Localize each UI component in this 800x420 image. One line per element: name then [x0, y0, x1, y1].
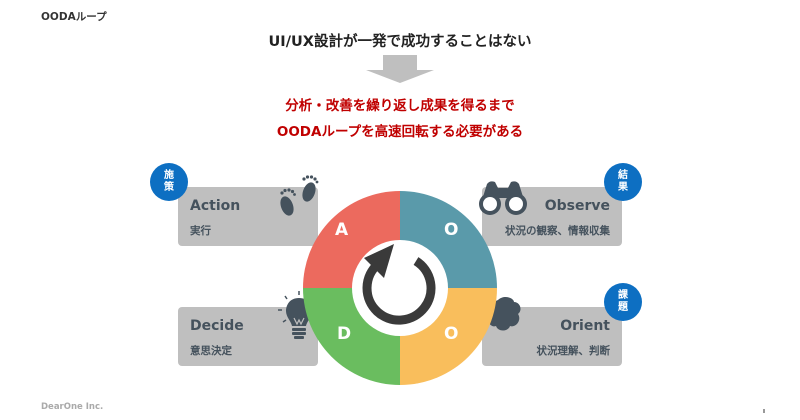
cycle-arrow-icon — [362, 257, 436, 325]
action-subtitle: 実行 — [190, 225, 211, 237]
decide-title: Decide — [190, 318, 244, 334]
segment-letter-o-observe: O — [444, 220, 459, 240]
segment-letter-d: D — [337, 324, 352, 344]
action-title: Action — [190, 198, 241, 214]
page-title: OODAループ — [41, 11, 107, 23]
footer-company: DearOne Inc. — [41, 402, 104, 412]
binoculars-icon — [479, 181, 527, 215]
headline: UI/UX設計が一発で成功することはない — [268, 34, 532, 50]
orient-subtitle: 状況理解、判断 — [536, 345, 611, 357]
orient-badge: 課 題 — [604, 283, 642, 321]
page-number-mark — [763, 409, 765, 413]
observe-title: Observe — [544, 198, 610, 214]
action-badge: 施 策 — [150, 163, 188, 201]
message-line-1: 分析・改善を繰り返し成果を得るまで — [285, 98, 515, 114]
observe-badge: 結 果 — [604, 163, 642, 201]
decide-subtitle: 意思決定 — [190, 345, 232, 357]
segment-letter-a: A — [335, 220, 349, 240]
message-line-2: OODAループを高速回転する必要がある — [276, 124, 524, 140]
down-arrow-icon — [366, 55, 434, 83]
observe-subtitle: 状況の観察、情報収集 — [505, 225, 610, 237]
footprints-icon — [280, 175, 319, 216]
action-card: Action 実行 — [178, 187, 318, 246]
orient-title: Orient — [560, 318, 610, 334]
segment-letter-o-orient: O — [444, 324, 459, 344]
ooda-cycle-wheel — [303, 191, 497, 385]
